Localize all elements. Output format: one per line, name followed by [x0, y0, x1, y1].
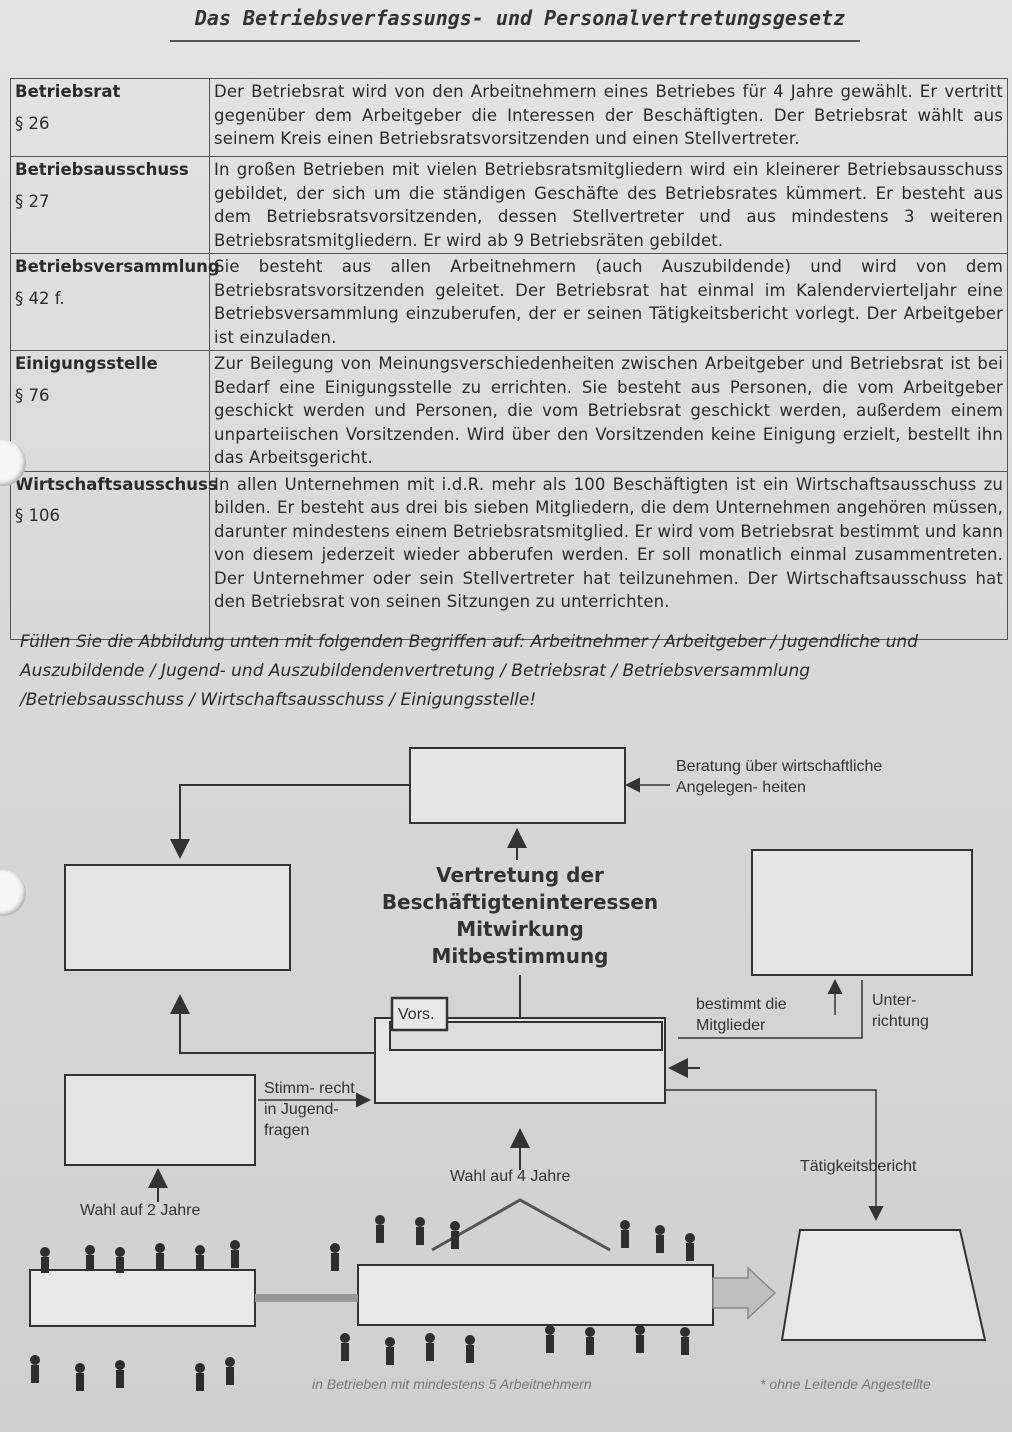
- table-row: Wirtschaftsausschuss § 106 In allen Unter…: [10, 470, 1008, 640]
- center-functions: Vertretung der Beschäftigteninteressen M…: [360, 862, 680, 970]
- page-title: Das Betriebsverfassungs- und Personalver…: [194, 6, 846, 30]
- diagram-lines: [29, 747, 987, 1391]
- paragraph-label: § 27: [15, 191, 50, 211]
- beratung-label: Beratung über wirtschaftliche Angelegen-…: [676, 758, 883, 796]
- description-cell: Zur Beilegung von Meinungsverschiedenhei…: [209, 350, 1008, 472]
- table-row: Einigungsstelle § 76 Zur Beilegung von Me…: [10, 350, 1008, 472]
- bestimmt-label: bestimmt die Mitglieder: [696, 996, 787, 1034]
- term-cell: Betriebsausschuss § 27: [10, 156, 210, 254]
- diagram: Beratung über wirtschaftliche Angelegen-…: [0, 740, 1012, 1432]
- paragraph-label: § 42 f.: [15, 288, 65, 308]
- description-cell: Sie besteht aus allen Arbeitnehmern (auc…: [209, 253, 1008, 351]
- center-line: Beschäftigteninteressen: [381, 890, 659, 914]
- unterrichtung-label: Unter- richtung: [872, 992, 929, 1030]
- wahl-2-label: Wahl auf 2 Jahre: [80, 1202, 201, 1219]
- blank-box-top[interactable]: [409, 747, 626, 824]
- description-cell: In großen Betrieben mit vielen Betriebsr…: [209, 156, 1008, 254]
- people-figures-icon: [30, 1215, 695, 1391]
- stimmrecht-label: Stimm- recht in Jugend- fragen: [264, 1080, 355, 1139]
- term-cell: Betriebsrat § 26: [10, 78, 210, 157]
- term-label: Betriebsausschuss: [15, 160, 189, 179]
- taetigkeitsbericht-label: Tätigkeitsbericht: [800, 1158, 917, 1175]
- paragraph-label: § 76: [15, 385, 50, 405]
- blank-box-jugendliche[interactable]: [29, 1269, 256, 1327]
- blank-box-jav[interactable]: [64, 1074, 256, 1166]
- center-line: Vertretung der: [436, 863, 604, 887]
- blank-box-betriebsversammlung[interactable]: [780, 1229, 987, 1341]
- term-label: Betriebsversammlung: [15, 257, 220, 276]
- table-row: Betriebsausschuss § 27 In großen Betriebe…: [10, 156, 1008, 254]
- blank-box-left[interactable]: [64, 864, 291, 971]
- description-cell: In allen Unternehmen mit i.d.R. mehr als…: [209, 470, 1008, 640]
- blank-box-arbeitnehmer[interactable]: [357, 1264, 714, 1326]
- footnote-right: * ohne Leitende Angestellte: [760, 1376, 931, 1392]
- description-cell: Der Betriebsrat wird von den Arbeitnehme…: [209, 78, 1008, 157]
- law-table: Betriebsrat § 26 Der Betriebsrat wird von…: [10, 78, 1008, 640]
- paragraph-label: § 106: [15, 506, 60, 525]
- term-label: Wirtschaftsausschuss: [15, 474, 218, 494]
- table-row: Betriebsrat § 26 Der Betriebsrat wird von…: [10, 78, 1008, 157]
- table-row: Betriebsversammlung § 42 f. Sie besteht a…: [10, 253, 1008, 351]
- footnote-left: in Betrieben mit mindestens 5 Arbeitnehm…: [312, 1376, 592, 1392]
- title-underline: [170, 40, 860, 42]
- blank-box-right[interactable]: [751, 849, 973, 976]
- instruction-text: Füllen Sie die Abbildung unten mit folge…: [20, 632, 918, 710]
- term-cell: Betriebsversammlung § 42 f.: [10, 253, 220, 351]
- term-cell: Wirtschaftsausschuss § 106: [10, 470, 218, 640]
- paragraph-label: § 26: [15, 113, 50, 133]
- term-label: Einigungsstelle: [15, 354, 158, 373]
- term-cell: Einigungsstelle § 76: [10, 350, 210, 472]
- term-label: Betriebsrat: [15, 82, 121, 101]
- center-line: Mitbestimmung: [431, 944, 609, 968]
- wahl-4-label: Wahl auf 4 Jahre: [450, 1168, 571, 1185]
- vors-label: Vors.: [398, 1006, 435, 1023]
- center-line: Mitwirkung: [456, 917, 584, 941]
